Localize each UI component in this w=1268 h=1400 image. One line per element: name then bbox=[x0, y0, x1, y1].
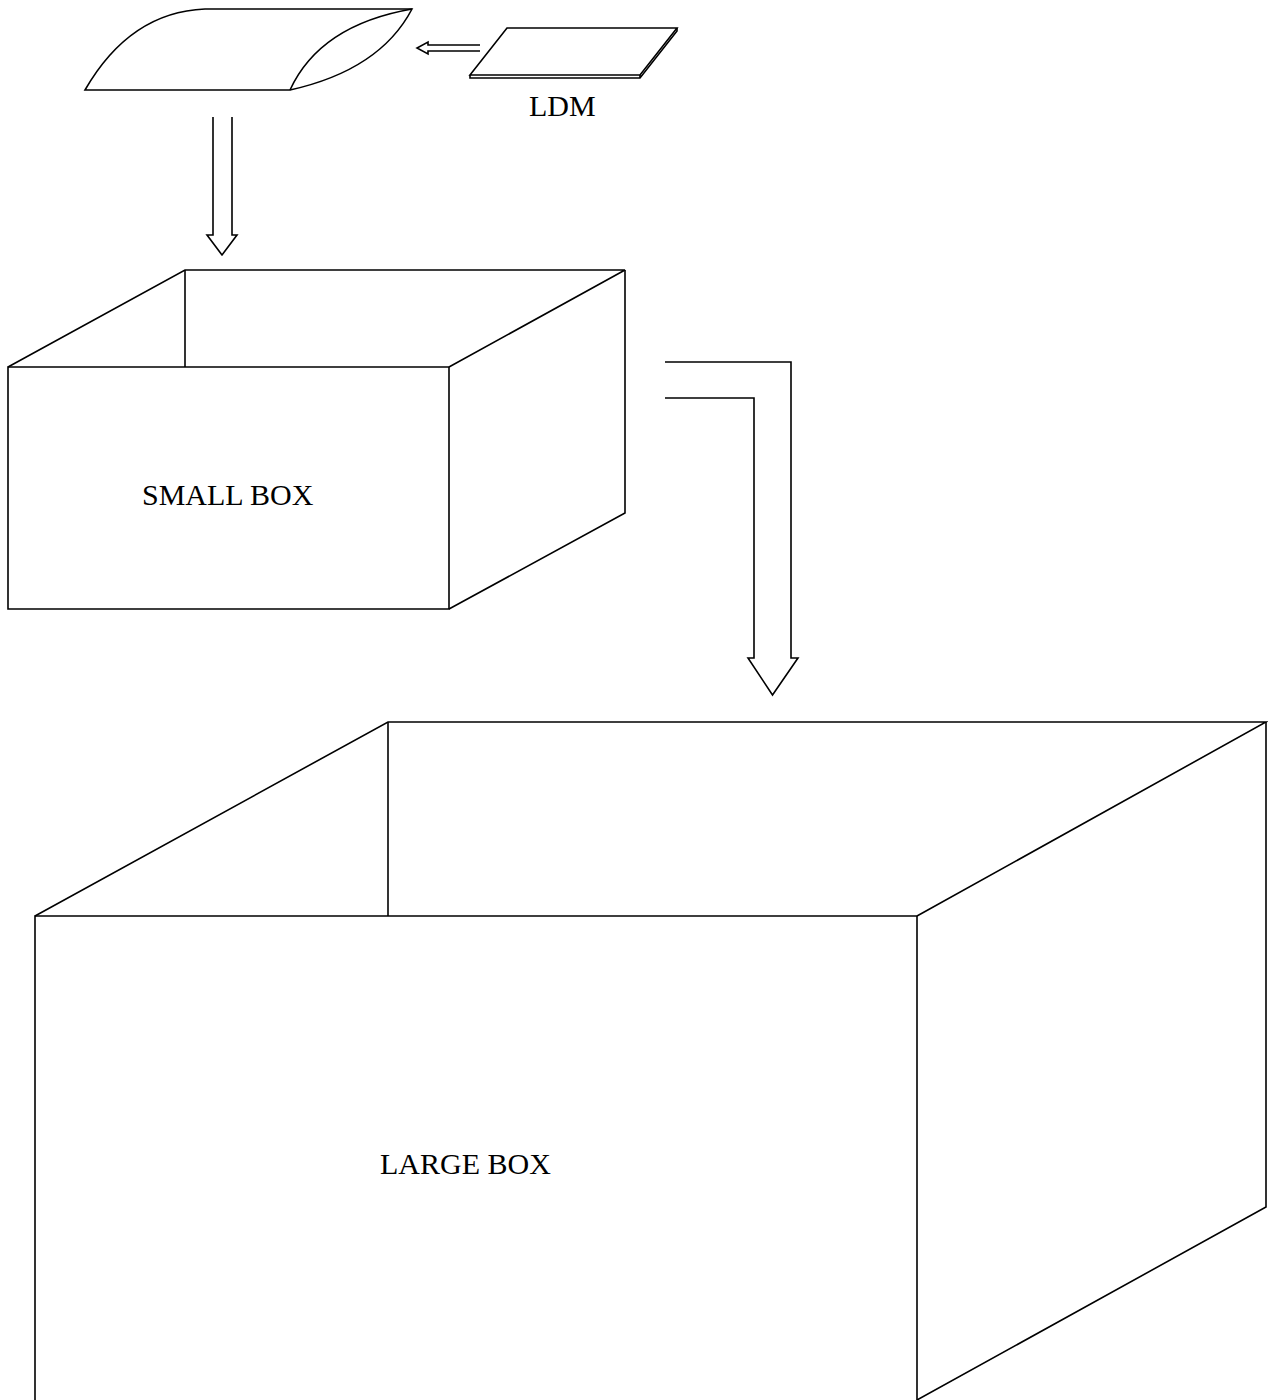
ldm-plate: LDM bbox=[470, 25, 680, 125]
box-label: SMALL BOX bbox=[142, 478, 313, 511]
box-label: LARGE BOX bbox=[380, 1147, 551, 1180]
bag-end bbox=[290, 9, 412, 90]
small-box-outline bbox=[8, 270, 625, 609]
outline-line bbox=[387, 722, 389, 916]
ldm-to-bag-arrow bbox=[417, 42, 480, 54]
large-box: LARGE BOX bbox=[35, 722, 1267, 1400]
hollow-arrow bbox=[665, 362, 798, 695]
outline-line bbox=[8, 367, 449, 609]
outline-line bbox=[449, 270, 625, 609]
bag-to-box-arrow bbox=[207, 117, 237, 255]
bag bbox=[85, 9, 412, 90]
large-box-outline bbox=[35, 722, 1267, 1400]
outline-line bbox=[35, 722, 1266, 916]
outline-line bbox=[470, 28, 677, 75]
outline-line bbox=[917, 722, 1266, 1400]
outline-line bbox=[35, 916, 917, 1400]
outline-line bbox=[184, 270, 186, 367]
box-label: LDM bbox=[529, 89, 596, 122]
small-box: SMALL BOX bbox=[8, 270, 625, 609]
outline-line bbox=[470, 28, 677, 78]
outline-line bbox=[8, 270, 625, 367]
outline-line bbox=[639, 75, 641, 78]
